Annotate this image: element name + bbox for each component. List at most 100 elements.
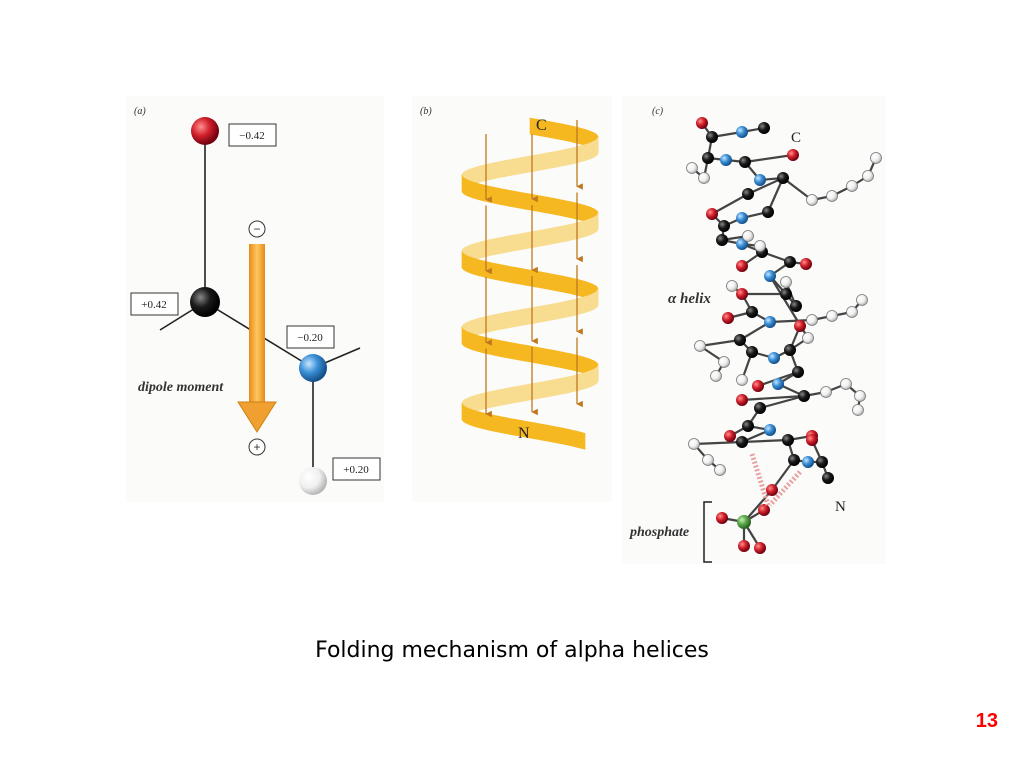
ribbon-back-segment xyxy=(473,166,479,185)
panel-a: (a) − + −0.42 +0.42 −0.20 +0.20 dipole m… xyxy=(130,106,381,495)
plus-sign-circle xyxy=(248,438,266,456)
ribbon-back-segment xyxy=(584,143,589,162)
molecule-bond xyxy=(782,177,813,201)
carbon-atom xyxy=(798,390,810,402)
ribbon-front-segment xyxy=(466,331,470,350)
phosphate-label: phosphate xyxy=(629,525,689,540)
ribbon-front-segment xyxy=(568,352,575,371)
ribbon-back-segment xyxy=(513,309,521,328)
carbon-atom xyxy=(822,472,834,484)
molecule-bond xyxy=(711,193,749,215)
carbon-atom xyxy=(716,234,728,246)
ribbon-front-segment xyxy=(503,340,511,359)
ribbon-front-segment xyxy=(495,263,502,282)
ribbon-back-segment xyxy=(568,223,575,242)
ribbon-back-segment xyxy=(527,306,535,325)
oxygen-atom xyxy=(722,312,734,324)
ribbon-front-segment xyxy=(516,343,524,362)
side-chain-atom xyxy=(862,170,874,182)
ribbon-back-segment xyxy=(529,230,537,249)
ribbon-front-segment xyxy=(560,275,568,294)
oxygen-atom xyxy=(794,320,806,332)
oxygen-atom xyxy=(800,258,812,270)
oxygen-atom xyxy=(724,430,736,442)
nitrogen-atom xyxy=(736,126,748,138)
ribbon-back-segment xyxy=(531,382,539,401)
slide-caption: Folding mechanism of alpha helices xyxy=(315,638,709,663)
ribbon-back-segment xyxy=(477,164,483,183)
ribbon-back-segment xyxy=(545,151,553,170)
ribbon-front-segment xyxy=(475,258,481,277)
ribbon-back-segment xyxy=(582,219,588,238)
helix-c-terminus: C xyxy=(536,117,547,134)
ribbon-back-segment xyxy=(500,311,508,330)
ribbon-front-segment xyxy=(564,200,571,219)
oxygen-atom xyxy=(758,504,770,516)
helix-dipole-arrows xyxy=(485,120,583,418)
side-chain-atom xyxy=(820,386,832,398)
ribbon-back-segment xyxy=(511,157,519,176)
ribbon-front-segment xyxy=(545,424,554,443)
ribbon-back-segment xyxy=(558,149,565,168)
hydrogen-charge: +0.20 xyxy=(343,464,369,476)
carbon-atom xyxy=(736,436,748,448)
ribbon-front-segment xyxy=(550,349,558,368)
helix-n-terminus: N xyxy=(518,425,530,442)
ribbon-back-segment xyxy=(496,236,504,255)
ribbon-front-segment xyxy=(558,426,566,445)
ribbon-front-segment xyxy=(536,346,545,365)
ribbon-front-segment xyxy=(482,412,489,431)
side-chain-atom xyxy=(736,374,748,386)
ribbon-front-segment xyxy=(549,121,557,140)
carbon-atom xyxy=(784,344,796,356)
oxygen-atom xyxy=(766,484,778,496)
phosphate-bracket xyxy=(703,501,712,563)
ribbon-front-segment xyxy=(470,408,475,427)
nitrogen-atom xyxy=(764,270,776,282)
carbon-atom xyxy=(190,287,220,317)
ribbon-front-segment xyxy=(478,411,484,430)
ribbon-front-segment xyxy=(538,195,547,214)
plus-sign: + xyxy=(253,440,260,454)
ribbon-front-segment xyxy=(464,329,467,349)
oxygen-atom xyxy=(754,542,766,554)
molecule-n-terminus: N xyxy=(835,499,846,515)
carbon-charge-box xyxy=(130,292,179,316)
carbon-atom xyxy=(742,420,754,432)
oxygen-atom xyxy=(736,394,748,406)
ribbon-front-segment xyxy=(479,259,485,278)
ribbon-front-segment xyxy=(511,190,520,209)
carbon-atom xyxy=(702,152,714,164)
panel-c: (c) α helix phosphate C N xyxy=(629,106,882,563)
carbon-atom xyxy=(816,456,828,468)
carbon-atom xyxy=(746,346,758,358)
ribbon-front-segment xyxy=(470,180,475,199)
minus-sign: − xyxy=(253,222,260,236)
oxygen-charge-box xyxy=(228,123,277,147)
ribbon-front-segment xyxy=(534,270,542,289)
side-chain-atom xyxy=(694,340,706,352)
ribbon-front-segment xyxy=(469,332,474,351)
ribbon-front-segment xyxy=(465,254,469,273)
nitrogen-atom xyxy=(754,174,766,186)
ribbon-back-segment xyxy=(556,225,563,244)
side-chain-atom xyxy=(806,194,818,206)
molecule-bond xyxy=(769,318,813,324)
ribbon-back-segment xyxy=(564,376,571,394)
ribbon-front-segment xyxy=(472,333,478,352)
panel-b-label: (b) xyxy=(420,106,432,117)
ribbon-back-segment xyxy=(502,235,510,254)
ribbon-front-segment xyxy=(486,337,493,356)
ribbon-back-segment xyxy=(472,242,477,261)
side-chain-atom xyxy=(846,306,858,318)
side-chain-atom xyxy=(780,276,792,288)
ribbon-front-segment xyxy=(578,127,584,146)
oxygen-atom xyxy=(738,540,750,552)
ribbon-back-segment xyxy=(525,155,533,174)
ribbon-back-segment xyxy=(557,377,565,396)
ribbon-front-segment xyxy=(471,257,476,276)
molecule-bond xyxy=(693,440,743,446)
carbon-atom xyxy=(754,402,766,414)
carbon-atom xyxy=(782,434,794,446)
ribbon-back-segment xyxy=(511,385,519,404)
